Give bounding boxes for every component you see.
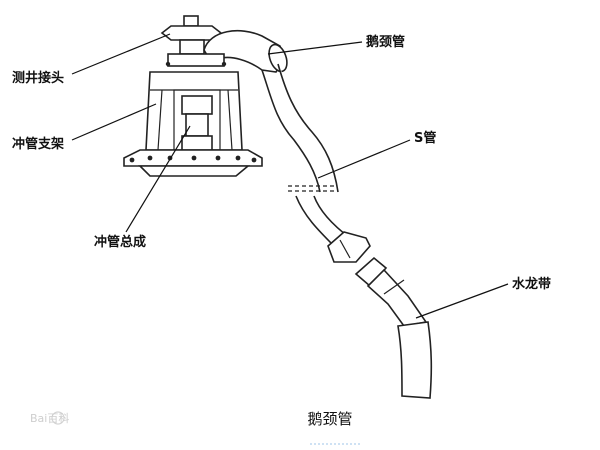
union-nut (327, 231, 371, 263)
handwheel-cap (183, 15, 199, 27)
baidu-watermark: Bai百科 (30, 411, 69, 425)
label-test-well-joint: 测井接头 (12, 70, 64, 86)
s-pipe (261, 63, 371, 263)
hose-tail (397, 321, 433, 399)
swivel-assembly (123, 15, 288, 177)
label-flush-pipe-assembly: 冲管总成 (94, 234, 146, 250)
label-s-pipe: S管 (414, 130, 436, 146)
label-gooseneck-pipe: 鹅颈管 (366, 34, 405, 50)
label-flush-pipe-bracket: 冲管支架 (12, 136, 64, 152)
watermark-text: Bai百科 (30, 411, 69, 425)
leader-lines (71, 33, 509, 319)
hose-fitting (354, 256, 433, 399)
caption: 鹅颈管 (307, 410, 352, 428)
label-hose: 水龙带 (512, 276, 551, 292)
